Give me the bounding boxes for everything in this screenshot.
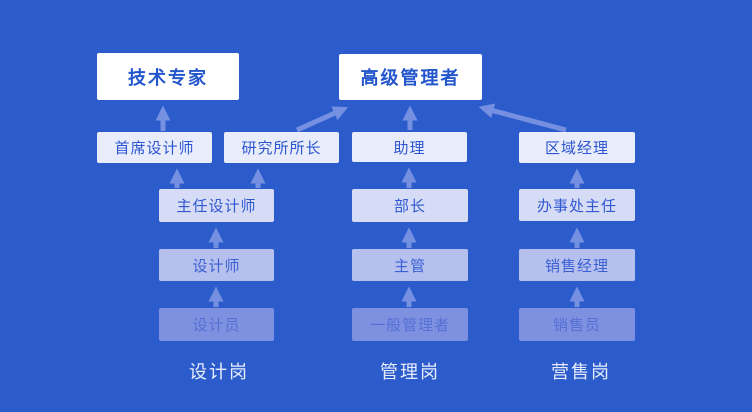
node-general-manager: 一般管理者: [352, 308, 468, 341]
arrow-institute-director-to-senior-manager: [295, 106, 349, 133]
node-design-staff: 设计员: [159, 308, 274, 341]
column-label-management: 管理岗: [380, 362, 440, 382]
node-salesperson: 销售员: [519, 308, 635, 341]
node-designer: 设计师: [159, 249, 274, 281]
column-label-sales: 营售岗: [551, 362, 611, 382]
column-label-design: 设计岗: [189, 362, 249, 382]
node-assistant: 助理: [352, 132, 467, 162]
arrow-regional-manager-to-senior-manager: [478, 103, 567, 133]
node-supervisor: 主管: [352, 249, 468, 281]
node-minister: 部长: [352, 189, 468, 222]
node-director-designer: 主任设计师: [159, 189, 274, 222]
node-institute-director: 研究所所长: [224, 132, 339, 163]
node-regional-manager: 区域经理: [519, 132, 635, 163]
node-tech-expert: 技术专家: [97, 53, 239, 100]
node-sales-manager: 销售经理: [519, 249, 635, 281]
node-office-director: 办事处主任: [519, 189, 635, 221]
node-chief-designer: 首席设计师: [97, 132, 212, 163]
node-senior-manager: 高级管理者: [339, 54, 482, 100]
